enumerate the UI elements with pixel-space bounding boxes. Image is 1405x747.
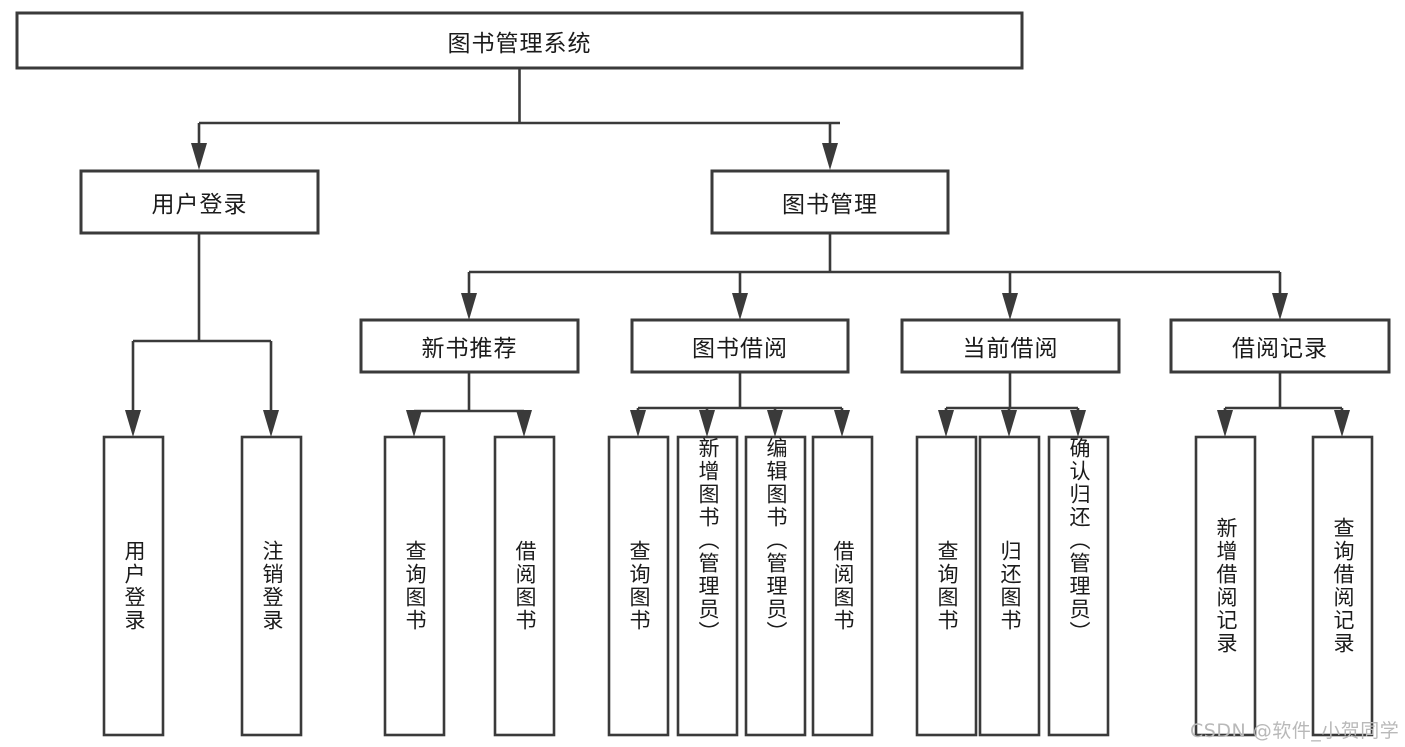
arrow-head-borrow-record-leaf-1 xyxy=(1334,410,1350,437)
arrow-head-borrow-record-leaf-0 xyxy=(1217,410,1233,437)
arrow-head-book-borrow-leaf-1 xyxy=(699,410,715,437)
node-box-leaf-book-borrow-3[interactable] xyxy=(811,435,874,737)
arrow-head-borrow-record xyxy=(1272,293,1288,320)
arrow-head-book-manage xyxy=(822,143,838,170)
arrow-head-book-borrow-leaf-3 xyxy=(834,410,850,437)
node-box-leaf-user-login-0[interactable] xyxy=(102,435,165,737)
arrow-head-new-book xyxy=(461,293,477,320)
node-box-leaf-new-book-0[interactable] xyxy=(383,435,446,737)
node-box-current-borrow[interactable] xyxy=(900,318,1121,374)
node-box-root[interactable] xyxy=(15,11,1024,70)
node-box-user-login[interactable] xyxy=(79,169,320,235)
arrow-head-user-login-leaf-0 xyxy=(125,410,141,437)
node-box-leaf-new-book-1[interactable] xyxy=(493,435,556,737)
arrow-head-user-login xyxy=(191,143,207,170)
node-box-leaf-user-login-1[interactable] xyxy=(240,435,303,737)
node-box-leaf-current-borrow-1[interactable] xyxy=(978,435,1041,737)
node-box-book-borrow[interactable] xyxy=(630,318,850,374)
node-box-leaf-current-borrow-2[interactable] xyxy=(1047,435,1110,737)
node-box-leaf-current-borrow-0[interactable] xyxy=(915,435,978,737)
arrow-head-book-borrow xyxy=(732,293,748,320)
node-box-new-book-recommend[interactable] xyxy=(359,318,580,374)
node-box-leaf-borrow-record-0[interactable] xyxy=(1194,435,1257,737)
arrow-head-current-borrow-leaf-0 xyxy=(938,410,954,437)
arrow-head-current-borrow xyxy=(1002,293,1018,320)
arrow-head-new-book-leaf-0 xyxy=(406,410,422,437)
node-box-leaf-book-borrow-0[interactable] xyxy=(607,435,670,737)
node-box-leaf-borrow-record-1[interactable] xyxy=(1311,435,1374,737)
node-box-book-manage[interactable] xyxy=(710,169,950,235)
arrow-head-current-borrow-leaf-2 xyxy=(1070,410,1086,437)
arrow-head-book-borrow-leaf-2 xyxy=(767,410,783,437)
arrow-head-book-borrow-leaf-0 xyxy=(630,410,646,437)
arrow-head-current-borrow-leaf-1 xyxy=(1001,410,1017,437)
node-box-leaf-book-borrow-2[interactable] xyxy=(744,435,807,737)
node-box-leaf-book-borrow-1[interactable] xyxy=(676,435,739,737)
node-box-borrow-record[interactable] xyxy=(1169,318,1391,374)
arrow-head-user-login-leaf-1 xyxy=(263,410,279,437)
arrow-head-new-book-leaf-1 xyxy=(516,410,532,437)
